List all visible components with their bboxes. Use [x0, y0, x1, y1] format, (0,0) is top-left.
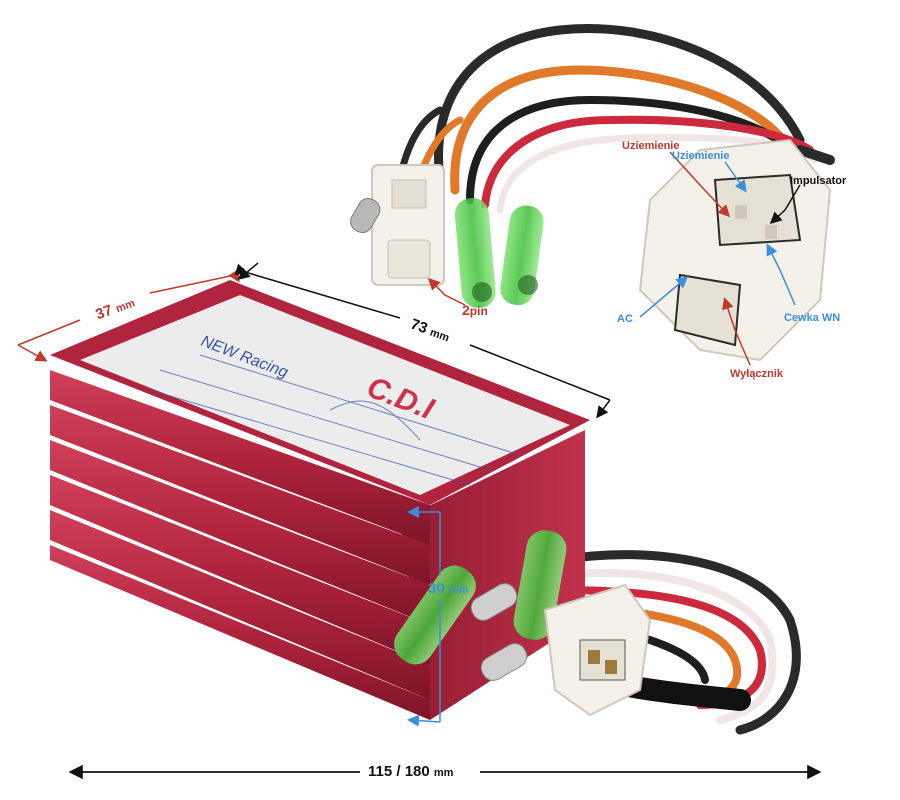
label-two-pin: 2pin — [462, 302, 488, 318]
label-hv-coil: Cewka WN — [784, 312, 841, 324]
two-pin-number: 2 — [462, 302, 470, 318]
dimension-73-arrow — [234, 262, 611, 419]
label-ac: AC — [617, 313, 633, 325]
dimension-30-arrow — [407, 506, 441, 727]
cdi-housing: NEW Racing C.D.I — [50, 280, 590, 720]
total-unit: mm — [433, 767, 454, 779]
green-sleeves-top — [454, 198, 544, 308]
height-unit: mm — [448, 584, 469, 596]
height-value: 30 — [428, 580, 445, 597]
dimension-37-arrow — [17, 269, 240, 362]
total-value: 115 / 180 — [368, 763, 430, 780]
five-pin-connector — [638, 138, 832, 362]
label-switch: Wyłącznik — [730, 368, 783, 380]
two-pin-connector-bottom — [543, 583, 652, 717]
bullet-terminal — [350, 198, 381, 234]
label-pulser: Impulsator — [790, 175, 847, 187]
pin-annotation-lines — [427, 151, 801, 366]
label-ground-blue: Uziemienie — [672, 150, 730, 162]
dimension-height-label: 30 mm — [428, 580, 468, 597]
label-ground-red: Uziemienie — [622, 140, 680, 152]
two-pin-connector — [371, 164, 445, 286]
dimension-total-label: 115 / 180 mm — [368, 763, 453, 780]
cooling-fins — [50, 370, 430, 720]
two-pin-unit: pin — [469, 304, 488, 318]
